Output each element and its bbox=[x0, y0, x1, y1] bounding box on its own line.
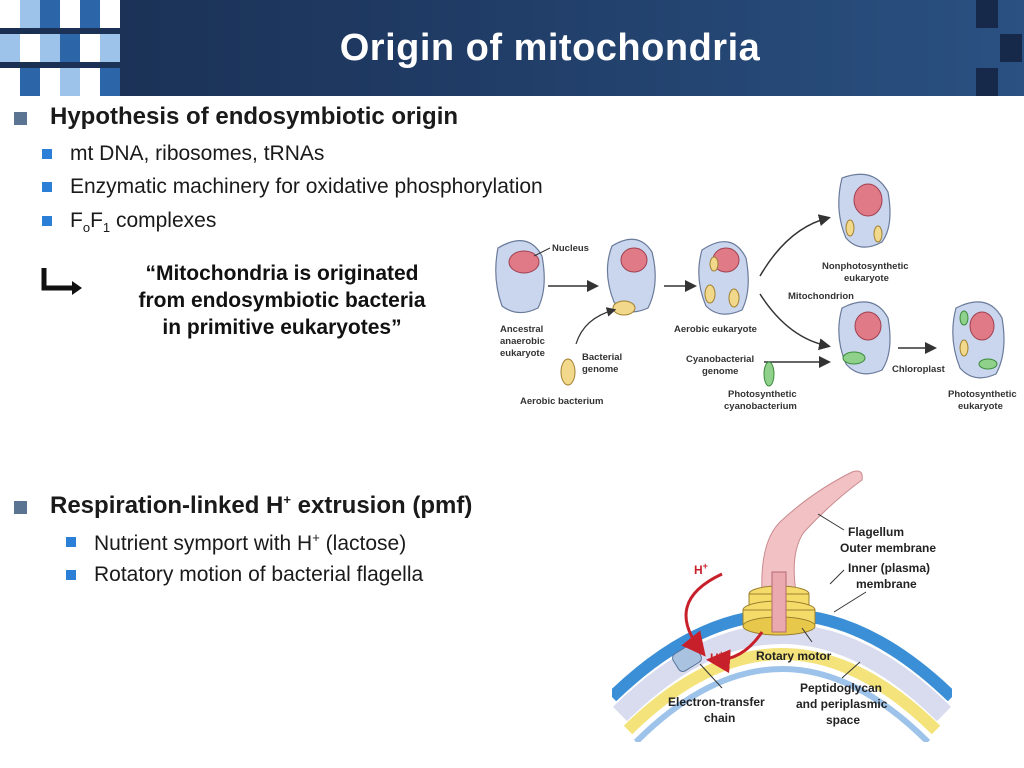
sub-bullet-text-post: (lactose) bbox=[319, 532, 407, 555]
bullet-heading-respiration: Respiration-linked H+ extrusion (pmf) bbox=[14, 492, 473, 520]
sub-bullet-fof1: FoF1 complexes bbox=[42, 209, 217, 236]
quote-line-1: “Mitochondria is originated bbox=[145, 262, 419, 285]
sub-bullet-text: mt DNA, ribosomes, tRNAs bbox=[70, 142, 325, 165]
label-photosynthetic-cyano: Photosynthetic bbox=[728, 389, 797, 400]
aerobic-bacterium-icon bbox=[560, 358, 576, 386]
label-periplasmic: and periplasmic bbox=[796, 697, 888, 711]
engulfing-cell bbox=[606, 238, 656, 316]
label-photosynthetic: Photosynthetic bbox=[948, 389, 1017, 400]
quote-line-3: in primitive eukaryotes” bbox=[162, 316, 402, 339]
return-arrow-icon bbox=[41, 268, 82, 295]
aerobic-eukaryote-cell bbox=[698, 241, 749, 315]
square-bullet-icon bbox=[66, 570, 76, 580]
label-chloroplast: Chloroplast bbox=[892, 364, 946, 375]
label-inner-membrane: membrane bbox=[856, 577, 917, 591]
fof1-sub-o: o bbox=[82, 220, 91, 236]
heading-sup: + bbox=[283, 492, 291, 507]
title-bar: Origin of mitochondria bbox=[0, 0, 1024, 96]
sub-bullet-rotatory: Rotatory motion of bacterial flagella bbox=[66, 563, 424, 587]
heading-text: Hypothesis of endosymbiotic origin bbox=[50, 103, 459, 130]
hplus-label-bottom: H+ bbox=[710, 649, 724, 665]
label-anaerobic: anaerobic bbox=[500, 336, 545, 347]
quote-line-2: from endosymbiotic bacteria bbox=[138, 289, 426, 312]
label-electron-transfer: Electron-transfer bbox=[668, 695, 765, 709]
inner-membrane-arc bbox=[623, 648, 941, 735]
label-aerobic-bacterium: Aerobic bacterium bbox=[520, 396, 603, 407]
heading-text-post: extrusion (pmf) bbox=[290, 492, 473, 519]
sub-bullet-text: Rotatory motion of bacterial flagella bbox=[94, 563, 424, 586]
fof1-f: F bbox=[70, 209, 83, 232]
label-mitochondrion: Mitochondrion bbox=[788, 291, 854, 302]
ancestral-cell bbox=[495, 240, 545, 314]
hplus-label-top: H+ bbox=[694, 561, 708, 577]
label-flagellum: Flagellum bbox=[848, 525, 904, 539]
fof1-sub-1: 1 bbox=[102, 220, 111, 236]
label-rotary-motor: Rotary motor bbox=[756, 649, 832, 663]
heading-text-pre: Respiration-linked H bbox=[50, 492, 284, 519]
endosymbiosis-diagram: Nucleus Ancestral anaerobic eukaryote Ba… bbox=[488, 173, 1024, 418]
label-cyanobacterial: Cyanobacterial bbox=[686, 354, 754, 365]
label-bacterial-genome: genome bbox=[582, 364, 618, 375]
label-cyanobacterium: cyanobacterium bbox=[724, 401, 797, 412]
label-space: space bbox=[826, 713, 860, 727]
fof1-f2: F bbox=[90, 209, 103, 232]
square-bullet-icon bbox=[42, 149, 52, 159]
label-ancestral: Ancestral bbox=[500, 324, 543, 335]
decorative-tiles-right bbox=[976, 0, 1024, 96]
sub-bullet-mtdna: mt DNA, ribosomes, tRNAs bbox=[42, 142, 325, 166]
label-peptidoglycan: Peptidoglycan bbox=[800, 681, 882, 695]
rotary-motor bbox=[742, 571, 816, 636]
sub-bullet-sup: + bbox=[312, 530, 320, 545]
endosymbiotic-quote: “Mitochondria is originated from endosym… bbox=[92, 260, 472, 341]
sub-bullet-symport: Nutrient symport with H+ (lactose) bbox=[66, 530, 407, 556]
nonphotosynthetic-eukaryote-cell bbox=[838, 173, 891, 248]
label-bacterial: Bacterial bbox=[582, 352, 622, 363]
flagellar-motor-diagram: H+ H+ Flagellum Outer membrane Inner (pl… bbox=[612, 470, 952, 742]
square-bullet-icon bbox=[42, 216, 52, 226]
bullet-heading-endosymbiotic: Hypothesis of endosymbiotic origin bbox=[14, 103, 459, 131]
label-inner-plasma: Inner (plasma) bbox=[848, 561, 930, 575]
flagellum-filament bbox=[761, 470, 863, 593]
square-bullet-icon bbox=[14, 501, 27, 514]
fof1-rest: complexes bbox=[110, 209, 217, 232]
cyanobacterium-icon bbox=[763, 361, 775, 387]
label-outer-membrane: Outer membrane bbox=[840, 541, 936, 555]
square-bullet-icon bbox=[66, 537, 76, 547]
square-bullet-icon bbox=[42, 182, 52, 192]
photosynthetic-eukaryote-cell bbox=[952, 301, 1005, 379]
label-aerobic-eukaryote: Aerobic eukaryote bbox=[674, 324, 757, 335]
proton-arrow-in bbox=[706, 631, 764, 674]
sub-bullet-enzymatic: Enzymatic machinery for oxidative phosph… bbox=[42, 175, 543, 199]
cyanobacterium-engulfing-cell bbox=[838, 301, 891, 375]
proton-arrow-out bbox=[681, 572, 723, 657]
label-nucleus: Nucleus bbox=[552, 243, 589, 254]
label-ancestral-eukaryote: eukaryote bbox=[500, 348, 545, 359]
decorative-tiles bbox=[0, 0, 120, 96]
cytoplasm-edge-arc bbox=[633, 666, 931, 742]
label-chain: chain bbox=[704, 711, 735, 725]
page-title: Origin of mitochondria bbox=[339, 26, 761, 69]
sub-bullet-text: Enzymatic machinery for oxidative phosph… bbox=[70, 175, 543, 198]
label-nonphotosynthetic: Nonphotosynthetic bbox=[822, 261, 909, 272]
label-nonphoto-eukaryote: eukaryote bbox=[844, 273, 889, 284]
label-cyano-genome: genome bbox=[702, 366, 738, 377]
sub-bullet-text-pre: Nutrient symport with H bbox=[94, 532, 313, 555]
label-photo-eukaryote: eukaryote bbox=[958, 401, 1003, 412]
square-bullet-icon bbox=[14, 112, 27, 125]
